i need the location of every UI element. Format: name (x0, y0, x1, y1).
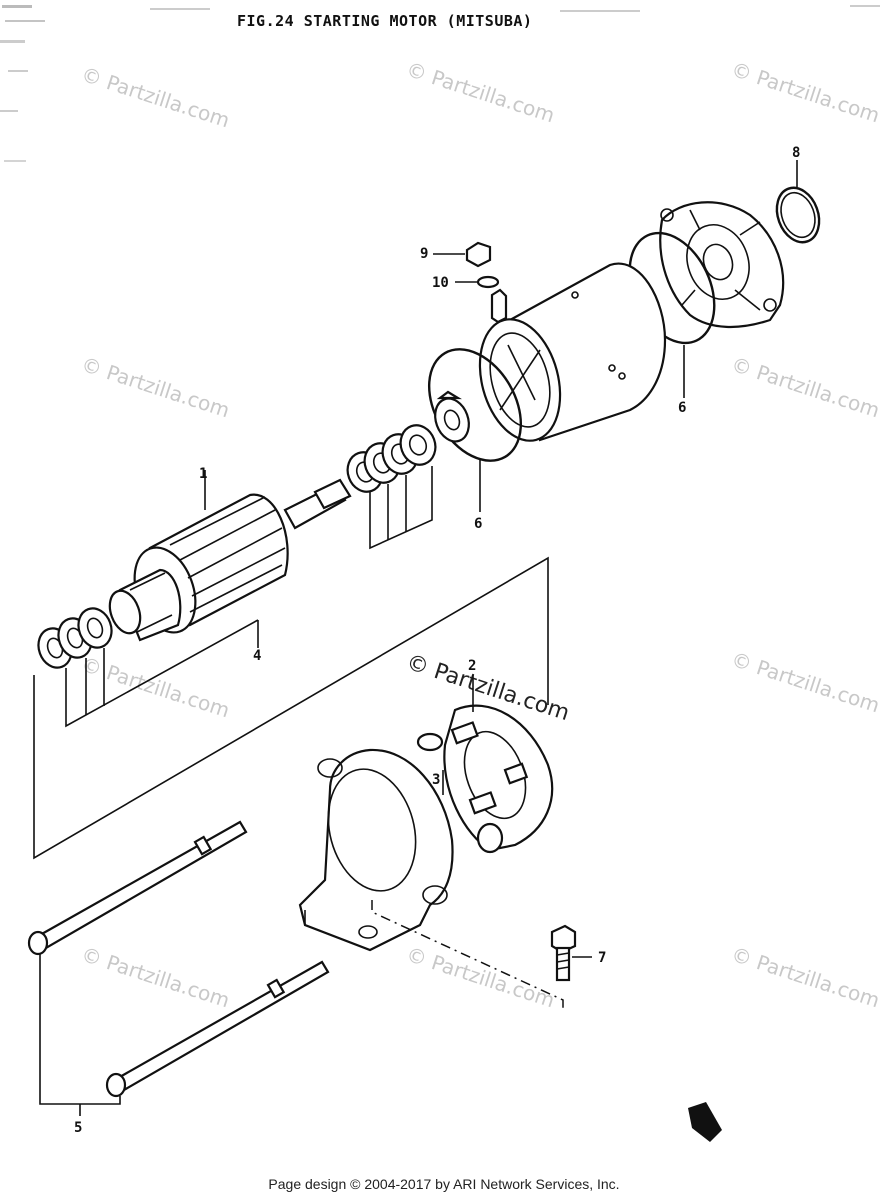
callout-2: 2 (468, 658, 476, 674)
rear-end-cover (659, 201, 785, 328)
callout-5: 5 (74, 1120, 82, 1136)
callout-3: 3 (432, 772, 440, 788)
page-marker (688, 1102, 722, 1142)
watermark: © Partzilla.com (403, 942, 557, 1013)
shim-washers-rear (346, 424, 437, 550)
figure-title: FIG.24 STARTING MOTOR (MITSUBA) (237, 12, 532, 30)
brush-holder-2 (416, 675, 554, 854)
callout-6-front: 6 (474, 516, 482, 532)
watermark: © Partzilla.com (403, 57, 557, 128)
washer-10 (455, 275, 508, 324)
armature-1 (108, 470, 352, 642)
callout-1: 1 (199, 466, 207, 482)
callout-4: 4 (253, 648, 261, 664)
watermark: © Partzilla.com (78, 942, 232, 1013)
bolt-7 (550, 924, 592, 982)
callout-6-rear: 6 (678, 400, 686, 416)
watermark: © Partzilla.com (728, 647, 882, 718)
callout-10: 10 (432, 275, 449, 291)
watermark: © Partzilla.com (78, 62, 232, 133)
scan-noise (0, 5, 880, 162)
watermark: © Partzilla.com (78, 352, 232, 423)
watermark: © Partzilla.com (78, 652, 232, 723)
callout-9: 9 (420, 246, 428, 262)
watermark: © Partzilla.com (728, 352, 882, 423)
tab-washer (434, 390, 470, 443)
through-bolt-5-lower (105, 960, 330, 1098)
bracket-4-group (33, 556, 549, 860)
o-ring-8 (775, 160, 821, 244)
yoke-housing (478, 262, 667, 442)
shim-washers-front (37, 607, 259, 728)
callout-8: 8 (792, 145, 800, 161)
front-cover (298, 748, 454, 952)
nut-9 (433, 241, 492, 268)
watermark: © Partzilla.com (728, 57, 882, 128)
centerline (371, 900, 564, 1010)
through-bolt-5-upper (27, 820, 248, 956)
callout-7: 7 (598, 950, 606, 966)
watermark: © Partzilla.com (728, 942, 882, 1013)
page-footer: Page design © 2004-2017 by ARI Network S… (268, 1176, 620, 1192)
